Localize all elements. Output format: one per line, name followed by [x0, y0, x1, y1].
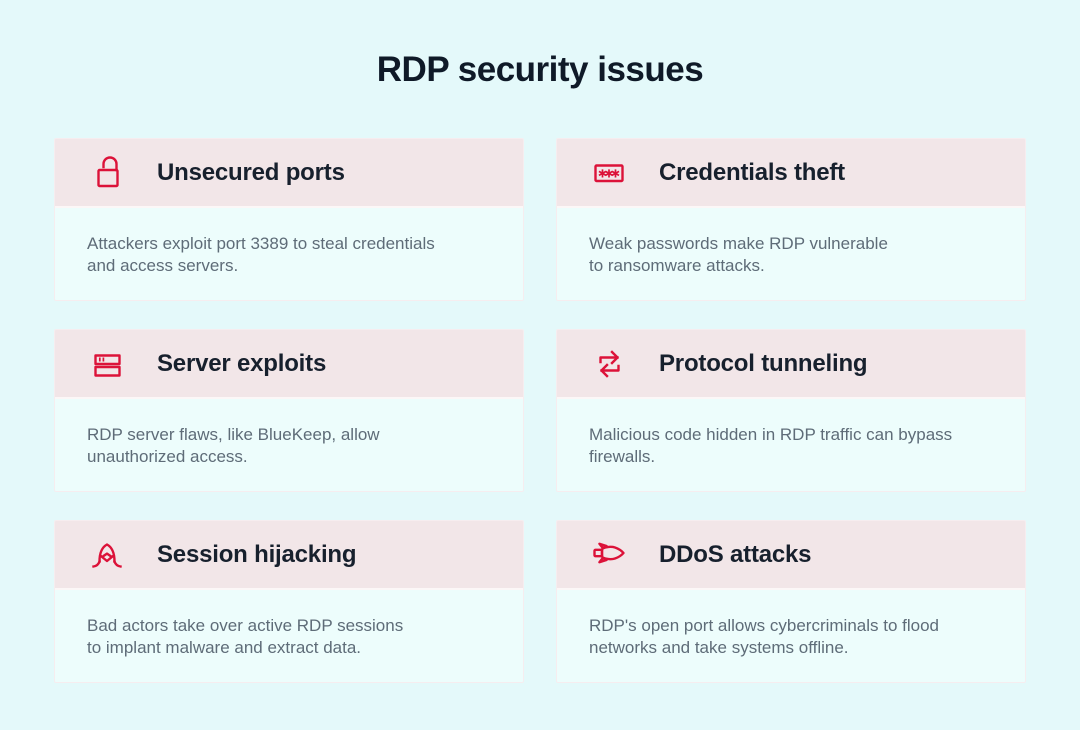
- card-description: RDP's open port allows cybercriminals to…: [589, 616, 940, 657]
- card-title: Protocol tunneling: [659, 349, 868, 377]
- card-unsecured-ports: Unsecured ports Attackers exploit port 3…: [54, 138, 524, 301]
- card-title: Unsecured ports: [157, 158, 345, 186]
- card-description: Weak passwords make RDP vulnerable to ra…: [589, 234, 888, 275]
- card-description: Bad actors take over active RDP sessions…: [87, 616, 404, 657]
- card-header: DDoS attacks: [557, 521, 1025, 588]
- card-header: Unsecured ports: [55, 139, 523, 206]
- card-header: Server exploits: [55, 330, 523, 397]
- cards-grid: Unsecured ports Attackers exploit port 3…: [0, 138, 1080, 683]
- card-header: Protocol tunneling: [557, 330, 1025, 397]
- password-asterisks-icon: [589, 153, 629, 193]
- card-ddos-attacks: DDoS attacks RDP's open port allows cybe…: [556, 520, 1026, 683]
- card-protocol-tunneling: Protocol tunneling Malicious code hidden…: [556, 329, 1026, 492]
- card-header: Credentials theft: [557, 139, 1025, 206]
- card-server-exploits: Server exploits RDP server flaws, like B…: [54, 329, 524, 492]
- unlocked-padlock-icon: [87, 153, 127, 193]
- card-description: Malicious code hidden in RDP traffic can…: [589, 425, 953, 466]
- card-body: Attackers exploit port 3389 to steal cre…: [55, 206, 523, 300]
- card-credentials-theft: Credentials theft Weak passwords make RD…: [556, 138, 1026, 301]
- card-body: Malicious code hidden in RDP traffic can…: [557, 397, 1025, 491]
- swap-arrows-icon: [589, 344, 629, 384]
- card-title: DDoS attacks: [659, 540, 812, 568]
- card-title: Credentials theft: [659, 158, 845, 186]
- card-header: Session hijacking: [55, 521, 523, 588]
- card-title: Session hijacking: [157, 540, 357, 568]
- card-session-hijacking: Session hijacking Bad actors take over a…: [54, 520, 524, 683]
- card-body: RDP server flaws, like BlueKeep, allow u…: [55, 397, 523, 491]
- card-description: Attackers exploit port 3389 to steal cre…: [87, 234, 435, 275]
- card-body: Weak passwords make RDP vulnerable to ra…: [557, 206, 1025, 300]
- bomb-icon: [589, 535, 629, 575]
- page-title: RDP security issues: [376, 50, 704, 89]
- card-title: Server exploits: [157, 349, 327, 377]
- server-stack-icon: [87, 344, 127, 384]
- card-description: RDP server flaws, like BlueKeep, allow u…: [87, 425, 380, 466]
- card-body: RDP's open port allows cybercriminals to…: [557, 588, 1025, 682]
- card-body: Bad actors take over active RDP sessions…: [55, 588, 523, 682]
- hooded-hacker-icon: [87, 535, 127, 575]
